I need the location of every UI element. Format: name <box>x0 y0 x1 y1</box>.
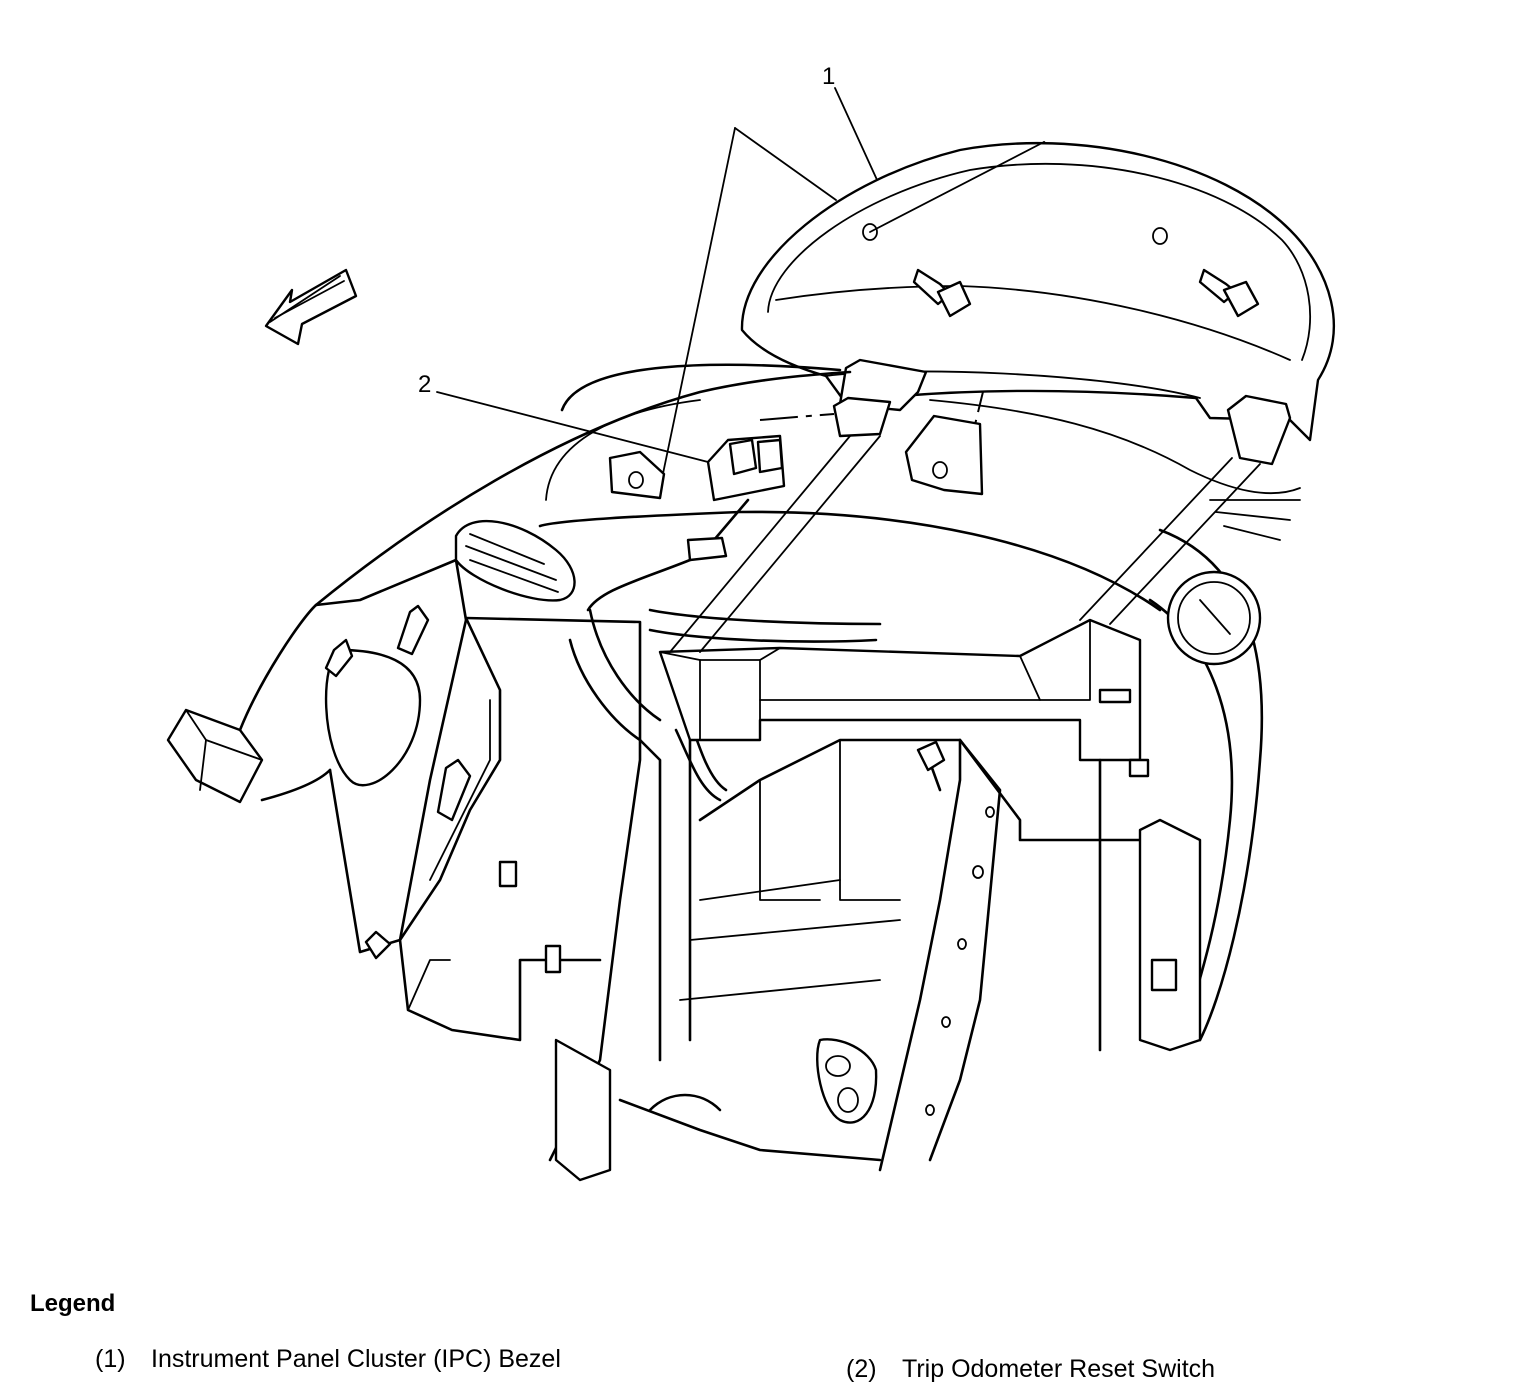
callout-1-label: 1 <box>822 63 835 90</box>
switch-connector-harness <box>586 498 750 612</box>
callout-2-label: 2 <box>418 371 431 398</box>
bezel-screw-right <box>1152 227 1260 318</box>
legend-item-number: (2) <box>846 1355 877 1383</box>
trip-odometer-reset-switch <box>706 434 786 502</box>
bezel-clip-left <box>832 358 928 438</box>
legend-item-number: (1) <box>95 1345 126 1373</box>
wiring-harness <box>568 608 882 802</box>
forward-direction-arrow-icon <box>264 268 358 346</box>
legend-item-ipc-bezel: (1) Instrument Panel Cluster (IPC) Bezel <box>95 1345 561 1374</box>
legend-item-text: Instrument Panel Cluster (IPC) Bezel <box>151 1345 561 1373</box>
panel-mounting-post-left <box>608 450 666 500</box>
callout-1-leader <box>834 87 879 183</box>
ignition-switch-bezel <box>1166 570 1262 666</box>
callout-2-leader <box>436 391 709 463</box>
panel-mounting-post-right <box>904 414 984 496</box>
legend-item-text: Trip Odometer Reset Switch <box>902 1355 1216 1383</box>
legend-item-reset-switch: (2) Trip Odometer Reset Switch <box>846 1355 1215 1384</box>
bezel-attach-lines <box>669 413 1261 653</box>
instrument-panel-carrier <box>166 363 1301 1182</box>
bezel-screw-left <box>862 141 1045 318</box>
legend-title: Legend <box>30 1290 116 1317</box>
air-vent <box>454 519 576 602</box>
ipc-bezel-exploded-diagram: 1 2 <box>166 63 1336 1182</box>
bezel-clip-right <box>1226 394 1292 466</box>
